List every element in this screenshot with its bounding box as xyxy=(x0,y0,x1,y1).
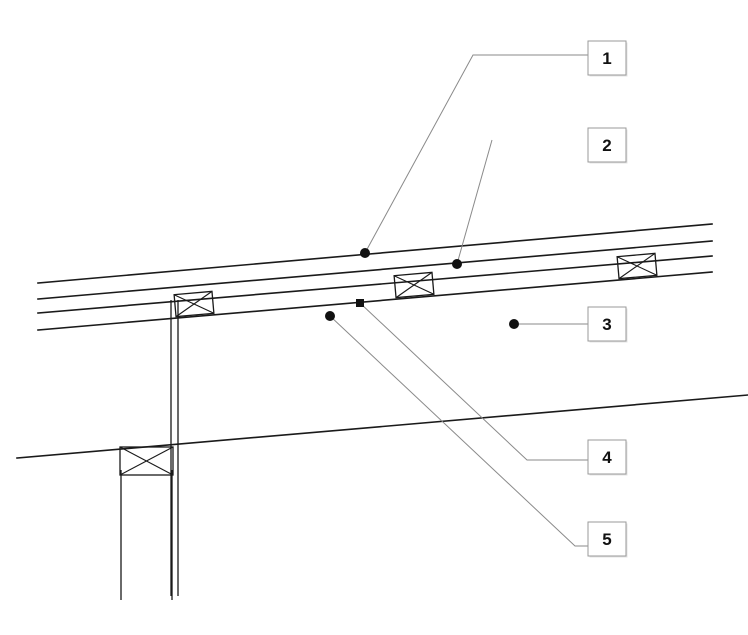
x-brace-mid-span xyxy=(393,271,435,299)
upper-beam-bottom-edge xyxy=(37,240,713,300)
callout-label-2: 2 xyxy=(602,136,611,155)
x-brace-right-span-frame xyxy=(616,252,658,280)
lower-beam-bottom-edge xyxy=(37,271,713,331)
callout-4[interactable]: 4 xyxy=(587,439,628,476)
callout-box-5[interactable] xyxy=(587,521,627,557)
callout-2[interactable]: 2 xyxy=(587,127,628,164)
callout-label-3: 3 xyxy=(602,315,611,334)
x-brace-column-head-frame xyxy=(173,290,215,318)
x-brace-right-span-diagonal-b xyxy=(618,252,656,280)
leader-line-2 xyxy=(456,139,493,265)
callout-box-3[interactable] xyxy=(587,306,627,342)
callout-marker-2 xyxy=(452,259,462,269)
callout-marker-1 xyxy=(360,248,370,258)
x-brace-right-span xyxy=(616,252,658,280)
callout-box-2[interactable] xyxy=(587,127,627,163)
lower-beam-top-edge xyxy=(37,255,713,314)
x-brace-mid-span-diagonal-b xyxy=(395,271,433,299)
callout-label-5: 5 xyxy=(602,530,611,549)
callout-box-1[interactable] xyxy=(587,40,627,76)
x-brace-lower-column-diagonal-b xyxy=(119,446,174,476)
leader-line-4 xyxy=(359,302,588,461)
callout-marker-4 xyxy=(356,299,364,307)
callout-3[interactable]: 3 xyxy=(587,306,628,343)
callout-marker-5 xyxy=(325,311,335,321)
callout-box-4[interactable] xyxy=(587,439,627,475)
callout-boxes-group: 1 2 3 4 5 xyxy=(587,40,628,558)
x-brace-column-head xyxy=(173,290,215,318)
column-group xyxy=(120,300,179,600)
upper-beam-top-edge xyxy=(37,223,713,284)
x-brace-lower-column-frame xyxy=(119,446,174,476)
callout-1[interactable]: 1 xyxy=(587,40,628,77)
x-brace-lower-column xyxy=(119,446,174,476)
rear-sill-beam xyxy=(16,394,748,459)
callout-5[interactable]: 5 xyxy=(587,521,628,558)
x-brace-mid-span-frame xyxy=(393,271,435,299)
callout-marker-3 xyxy=(509,319,519,329)
x-brace-connections-group xyxy=(119,252,658,476)
x-brace-column-head-diagonal-b xyxy=(175,290,213,318)
callout-markers-group xyxy=(325,248,519,329)
leader-line-5 xyxy=(329,315,588,547)
callout-leaders-group xyxy=(329,54,588,547)
callout-label-1: 1 xyxy=(602,49,611,68)
callout-label-4: 4 xyxy=(602,448,612,467)
beams-group xyxy=(16,223,748,459)
leader-line-1 xyxy=(364,54,588,254)
